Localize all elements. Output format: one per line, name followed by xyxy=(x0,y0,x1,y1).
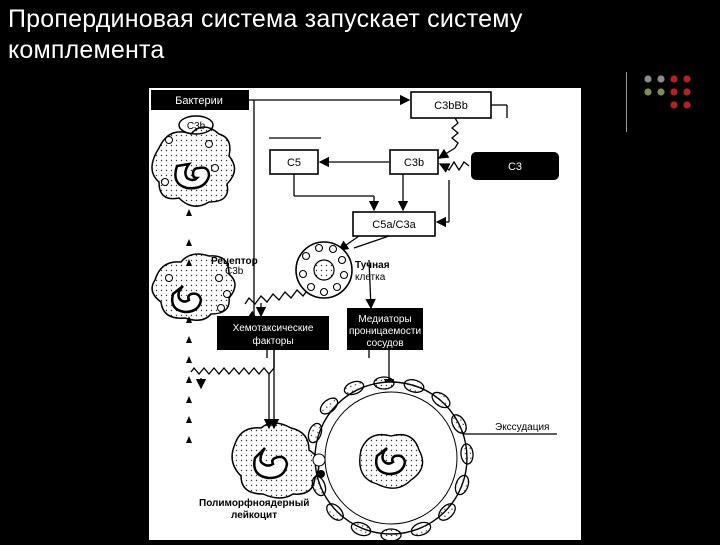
blood-vessel xyxy=(307,376,474,542)
c3-box: C3 xyxy=(471,152,559,180)
neutrophil-bound-bacteria xyxy=(151,126,236,207)
bacteria-label: Бактерии xyxy=(175,95,223,107)
chemotactic-factors-box: Хемотаксические факторы xyxy=(217,316,329,350)
c5a-c3a-box: C5a/C3a xyxy=(352,211,436,237)
c5-label: C5 xyxy=(287,157,301,169)
pathway-arrows xyxy=(190,94,557,435)
chemotaxis-dotted-path xyxy=(186,209,192,443)
bacteria-box: Бактерии xyxy=(151,90,249,110)
c3b-bound-label: C3b xyxy=(187,121,206,132)
mast-cell: Тучная клетка xyxy=(295,241,390,299)
c5a-c3a-label: C5a/C3a xyxy=(372,219,416,231)
c3-label: C3 xyxy=(508,161,522,173)
pmn-label-2: лейкоцит xyxy=(231,510,277,521)
c3b-box: C3b xyxy=(389,149,439,175)
c3b-label: C3b xyxy=(404,157,424,169)
mast-label-2: клетка xyxy=(355,272,386,283)
chemo-label-2: факторы xyxy=(252,335,293,347)
c3bbb-label: C3bBb xyxy=(434,100,468,112)
chemo-label-1: Хемотаксические xyxy=(233,323,314,334)
exudation-label: Экссудация xyxy=(495,422,549,433)
c5-box: C5 xyxy=(269,149,319,175)
receptor-label-2: C3b xyxy=(225,266,244,277)
pmn-label-1: Полиморфноядерный xyxy=(199,497,309,509)
decor-divider xyxy=(626,72,627,132)
permeability-mediators-box: Медиаторы проницаемости сосудов xyxy=(347,308,423,350)
mast-label-1: Тучная xyxy=(355,260,390,271)
receptor-label-1: Рецептор xyxy=(211,256,258,267)
slide-title-line-1: Пропердиновая система запускает систему xyxy=(8,5,523,33)
complement-diagram: Бактерии C3bBb C3b C5 C3b C3 C5a/C3a xyxy=(149,88,581,542)
slide-title: Пропердиновая система запускает систему … xyxy=(8,4,648,66)
neutrophil-c3b-receptor: Рецептор C3b xyxy=(151,253,258,321)
decor-dot-grid xyxy=(644,75,691,109)
slide-title-line-2: комплемента xyxy=(8,36,165,64)
med-label-3: сосудов xyxy=(366,338,403,349)
c3bbb-box: C3bBb xyxy=(410,91,492,119)
med-label-2: проницаемости xyxy=(349,326,421,337)
med-label-1: Медиаторы xyxy=(358,314,411,325)
neutrophil-migrating xyxy=(231,422,326,499)
